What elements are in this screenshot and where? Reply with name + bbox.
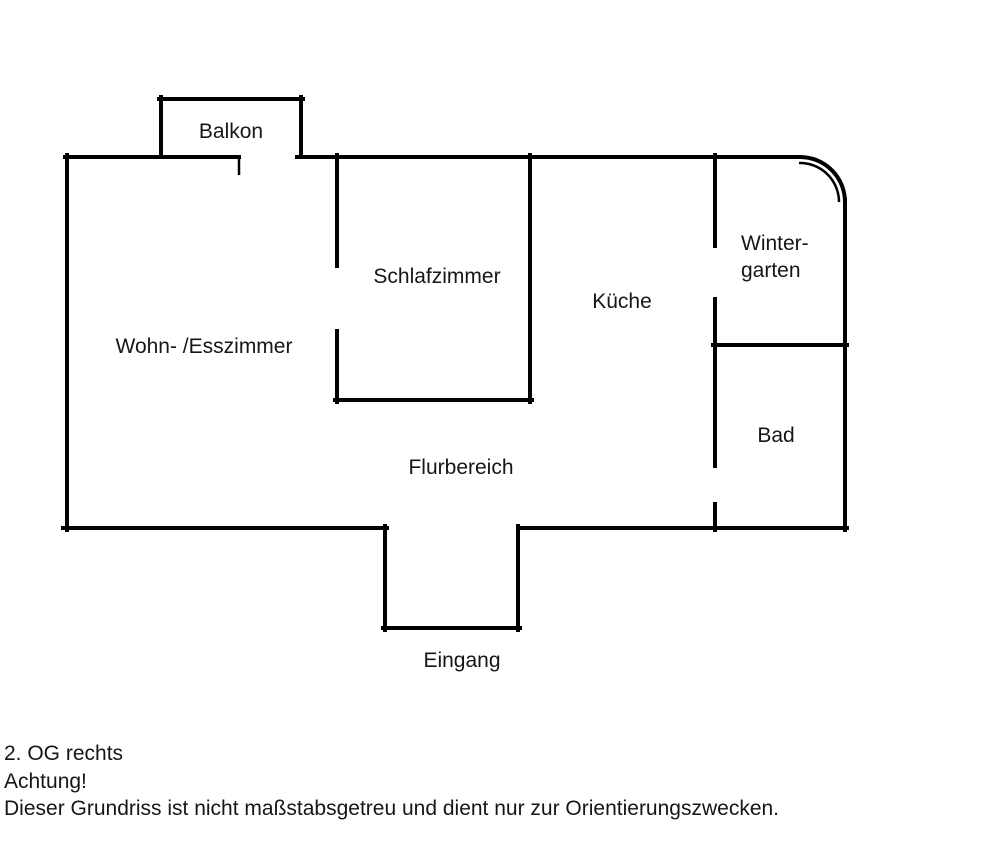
entrance-walls: [381, 524, 522, 632]
room-label-wintergarten-line2: garten: [741, 259, 801, 282]
footer-disclaimer: Dieser Grundriss ist nicht maßstabsgetre…: [4, 797, 779, 820]
room-label-flurbereich: Flurbereich: [408, 456, 513, 479]
room-label-wintergarten-line1: Winter-: [741, 232, 809, 255]
room-label-kueche: Küche: [592, 290, 652, 313]
room-label-balkon: Balkon: [199, 120, 263, 143]
bedroom-walls: [333, 153, 534, 404]
wintergarden-bath-walls: [711, 153, 849, 532]
room-label-bad: Bad: [757, 424, 794, 447]
footer-attention: Achtung!: [4, 770, 87, 793]
room-labels: Balkon Schlafzimmer Küche Winter- garten…: [116, 120, 809, 672]
balcony-walls: [157, 95, 305, 159]
footer-floor-designation: 2. OG rechts: [4, 742, 123, 765]
footer-notes: 2. OG rechts Achtung! Dieser Grundriss i…: [4, 742, 779, 820]
wall-corner-arc-outer: [797, 154, 848, 205]
room-label-schlafzimmer: Schlafzimmer: [373, 265, 500, 288]
room-label-wohn-esszimmer: Wohn- /Esszimmer: [116, 335, 293, 358]
room-label-eingang: Eingang: [423, 649, 500, 672]
wall-corner-arc-inner: [798, 161, 841, 203]
